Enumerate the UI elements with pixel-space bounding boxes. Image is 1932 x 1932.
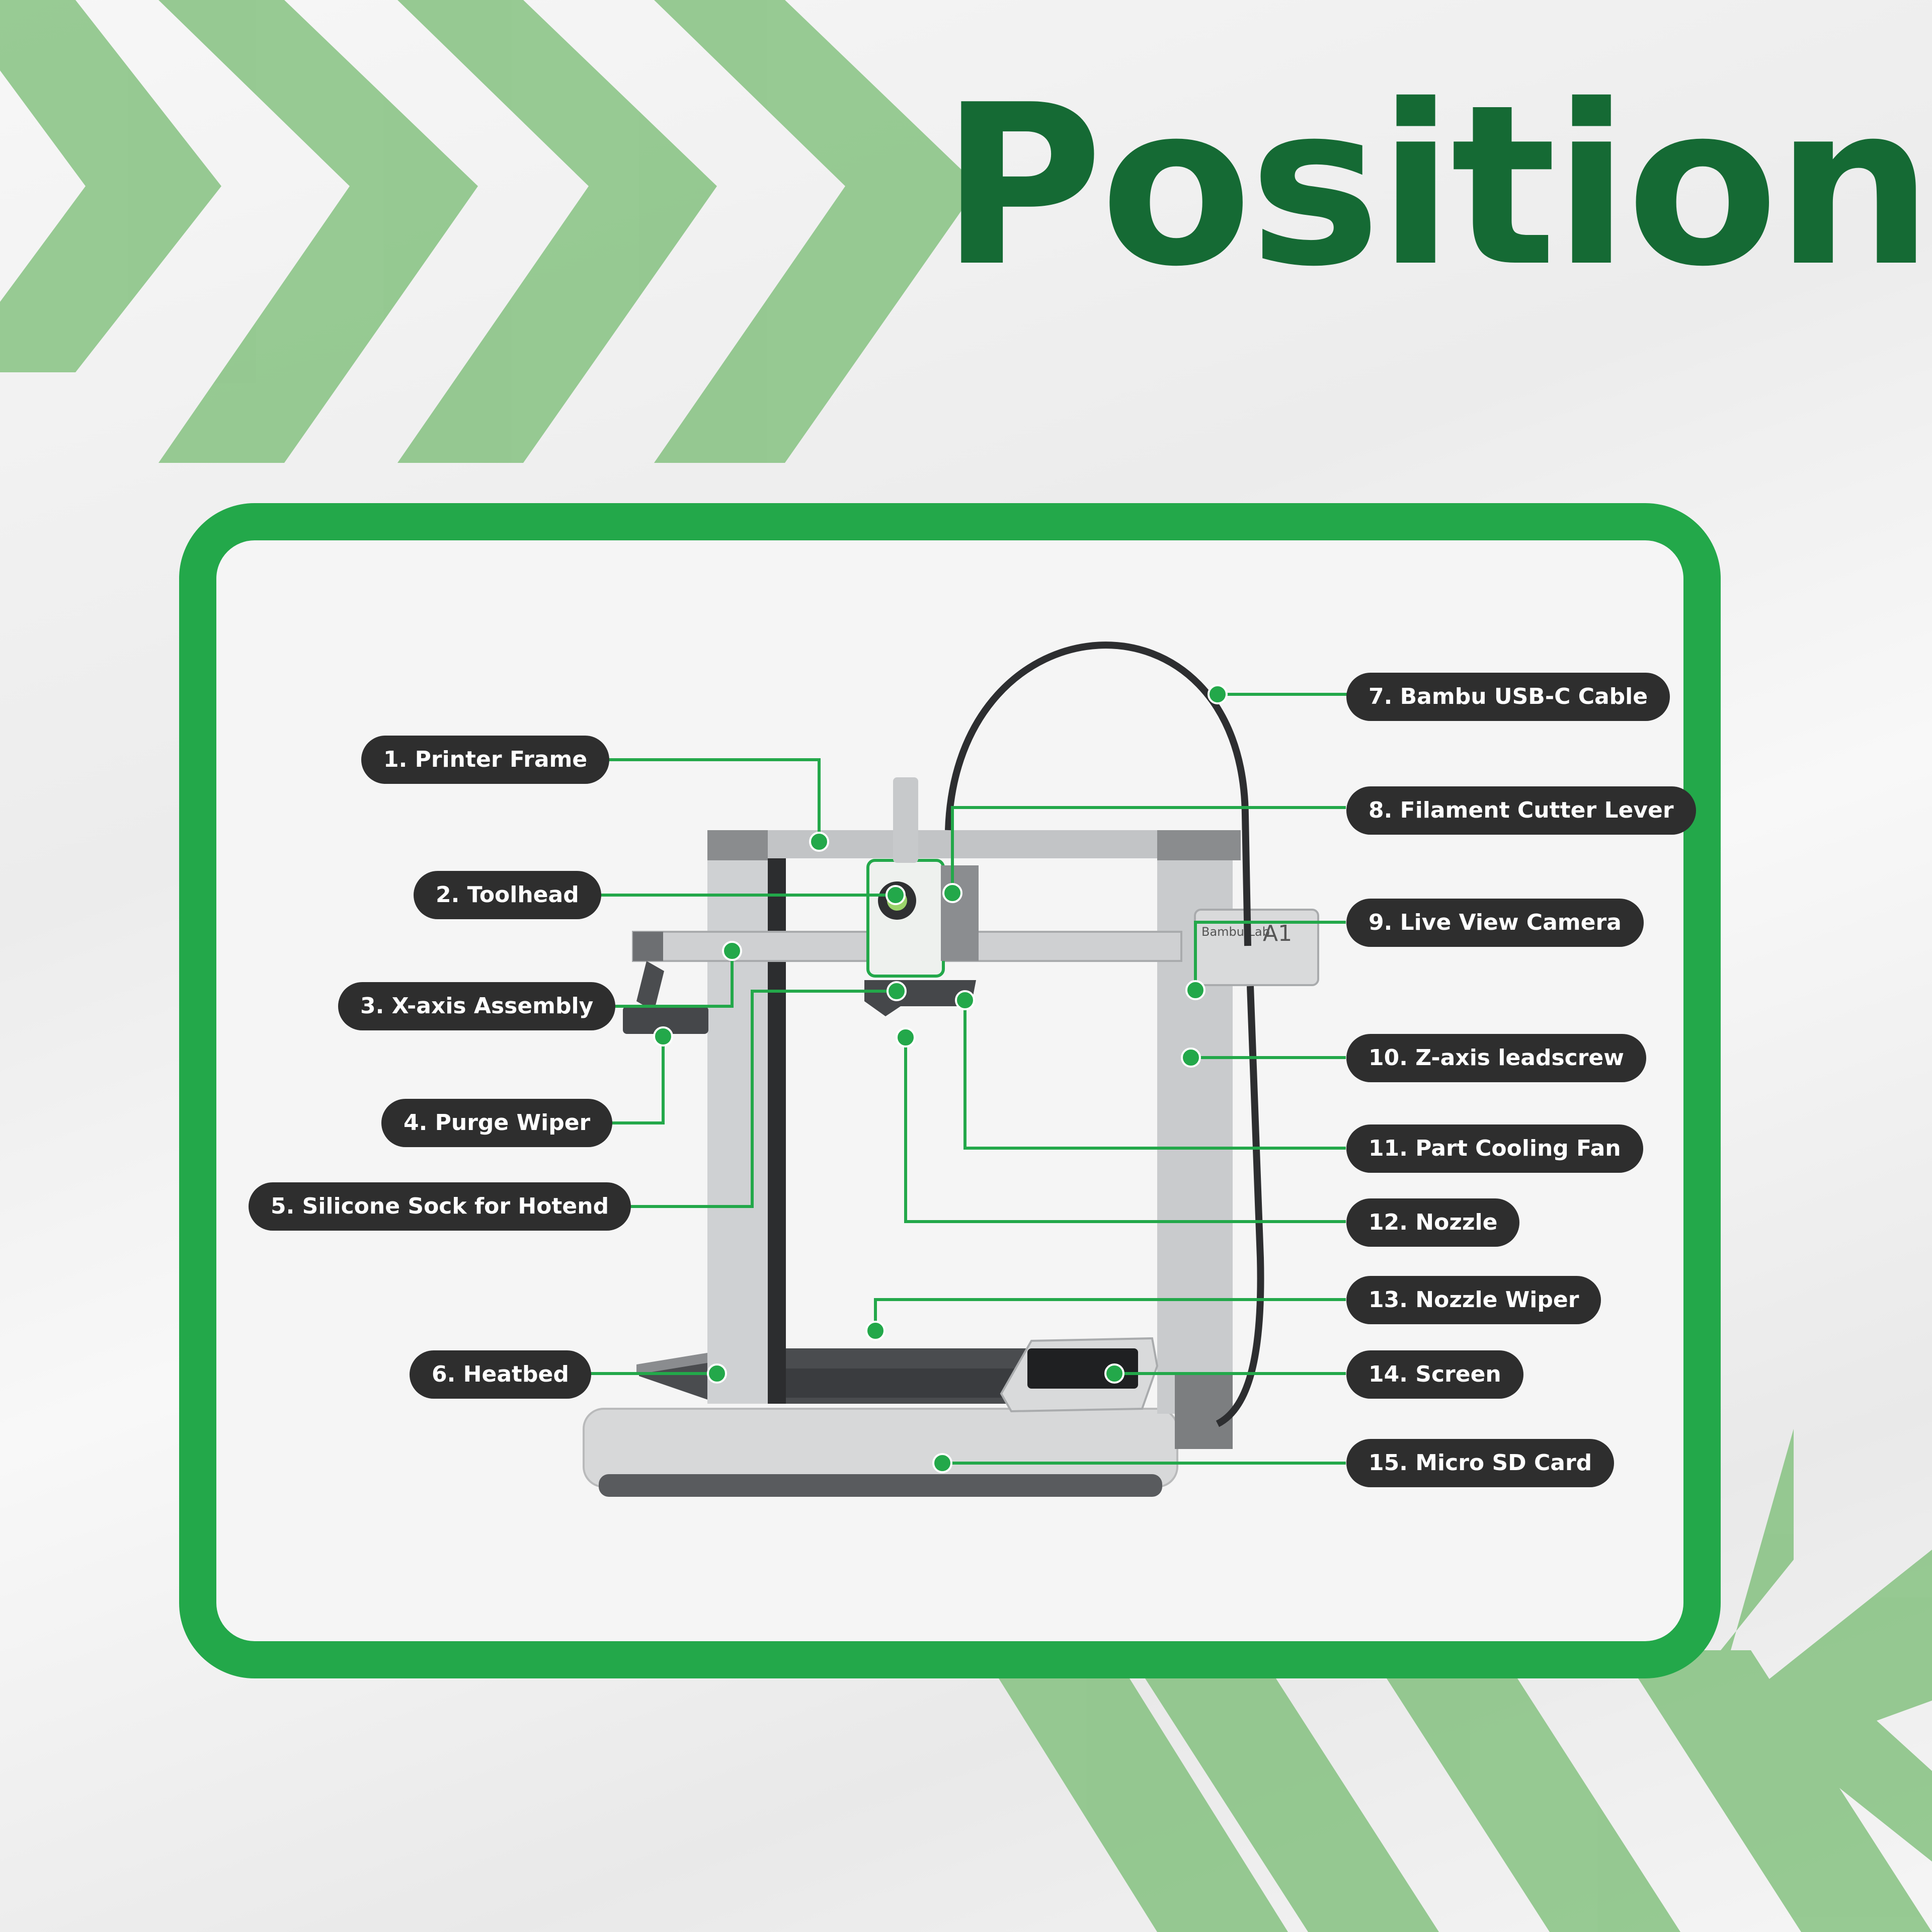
frame-top-beam: [707, 830, 1241, 858]
page-title: Position: [941, 57, 1932, 315]
frame-left-column: [707, 830, 768, 1404]
leader-purge-wiper: [589, 1036, 665, 1124]
leader-cutter-lever: [951, 806, 1346, 893]
chevron-top-4: [654, 0, 979, 463]
purge-wiper-block: [623, 1006, 708, 1034]
leader-nozzle: [904, 1037, 1346, 1223]
label-part-cooling-fan: 11. Part Cooling Fan: [1346, 1124, 1643, 1173]
label-micro-sd-card: 15. Micro SD Card: [1346, 1439, 1615, 1487]
toolhead-body: [866, 859, 945, 978]
chevron-bottom-3: [1369, 1650, 1680, 1932]
leader-printer-frame: [589, 758, 821, 842]
label-usb-c-cable: 7. Bambu USB-C Cable: [1346, 673, 1670, 721]
chevron-bottom-4: [1620, 1650, 1932, 1932]
label-heatbed: 6. Heatbed: [410, 1350, 591, 1399]
label-printer-frame: 1. Printer Frame: [361, 736, 610, 784]
label-z-axis-leadscrew: 10. Z-axis leadscrew: [1346, 1034, 1646, 1082]
chevron-bottom-5: [1721, 1429, 1794, 1650]
label-nozzle-wiper: 13. Nozzle Wiper: [1346, 1276, 1601, 1324]
leader-silicone-sock: [589, 990, 897, 1208]
leader-cooling-fan: [963, 1000, 1346, 1150]
chevron-top-1: [0, 0, 221, 372]
chevron-bottom-2: [1127, 1650, 1439, 1932]
leader-nozzle-wiper: [874, 1298, 1346, 1331]
label-live-view-camera: 9. Live View Camera: [1346, 899, 1644, 947]
label-filament-cutter-lever: 8. Filament Cutter Lever: [1346, 786, 1696, 835]
printer-model-text: A1: [1263, 921, 1292, 946]
label-silicone-sock: 5. Silicone Sock for Hotend: [249, 1182, 631, 1231]
leader-camera: [1194, 921, 1346, 990]
label-screen: 14. Screen: [1346, 1350, 1523, 1399]
chevron-top-3: [397, 0, 717, 463]
chevron-top-2: [158, 0, 478, 463]
label-x-axis-assembly: 3. X-axis Assembly: [338, 982, 616, 1030]
chevron-right-edge: [1736, 1550, 1932, 1862]
chevron-bottom-1: [981, 1650, 1288, 1932]
label-purge-wiper: 4. Purge Wiper: [381, 1099, 613, 1147]
printer-illustration: Bambu Lab A1: [583, 641, 1319, 1497]
leader-x-axis: [586, 951, 734, 1008]
printer-brand-text: Bambu Lab: [1201, 925, 1270, 939]
usb-c-cable-path: [945, 641, 1251, 946]
leader-lines: [579, 693, 1348, 1465]
label-toolhead: 2. Toolhead: [414, 871, 601, 919]
leader-dots: [653, 684, 1228, 1473]
label-nozzle: 12. Nozzle: [1346, 1198, 1520, 1247]
